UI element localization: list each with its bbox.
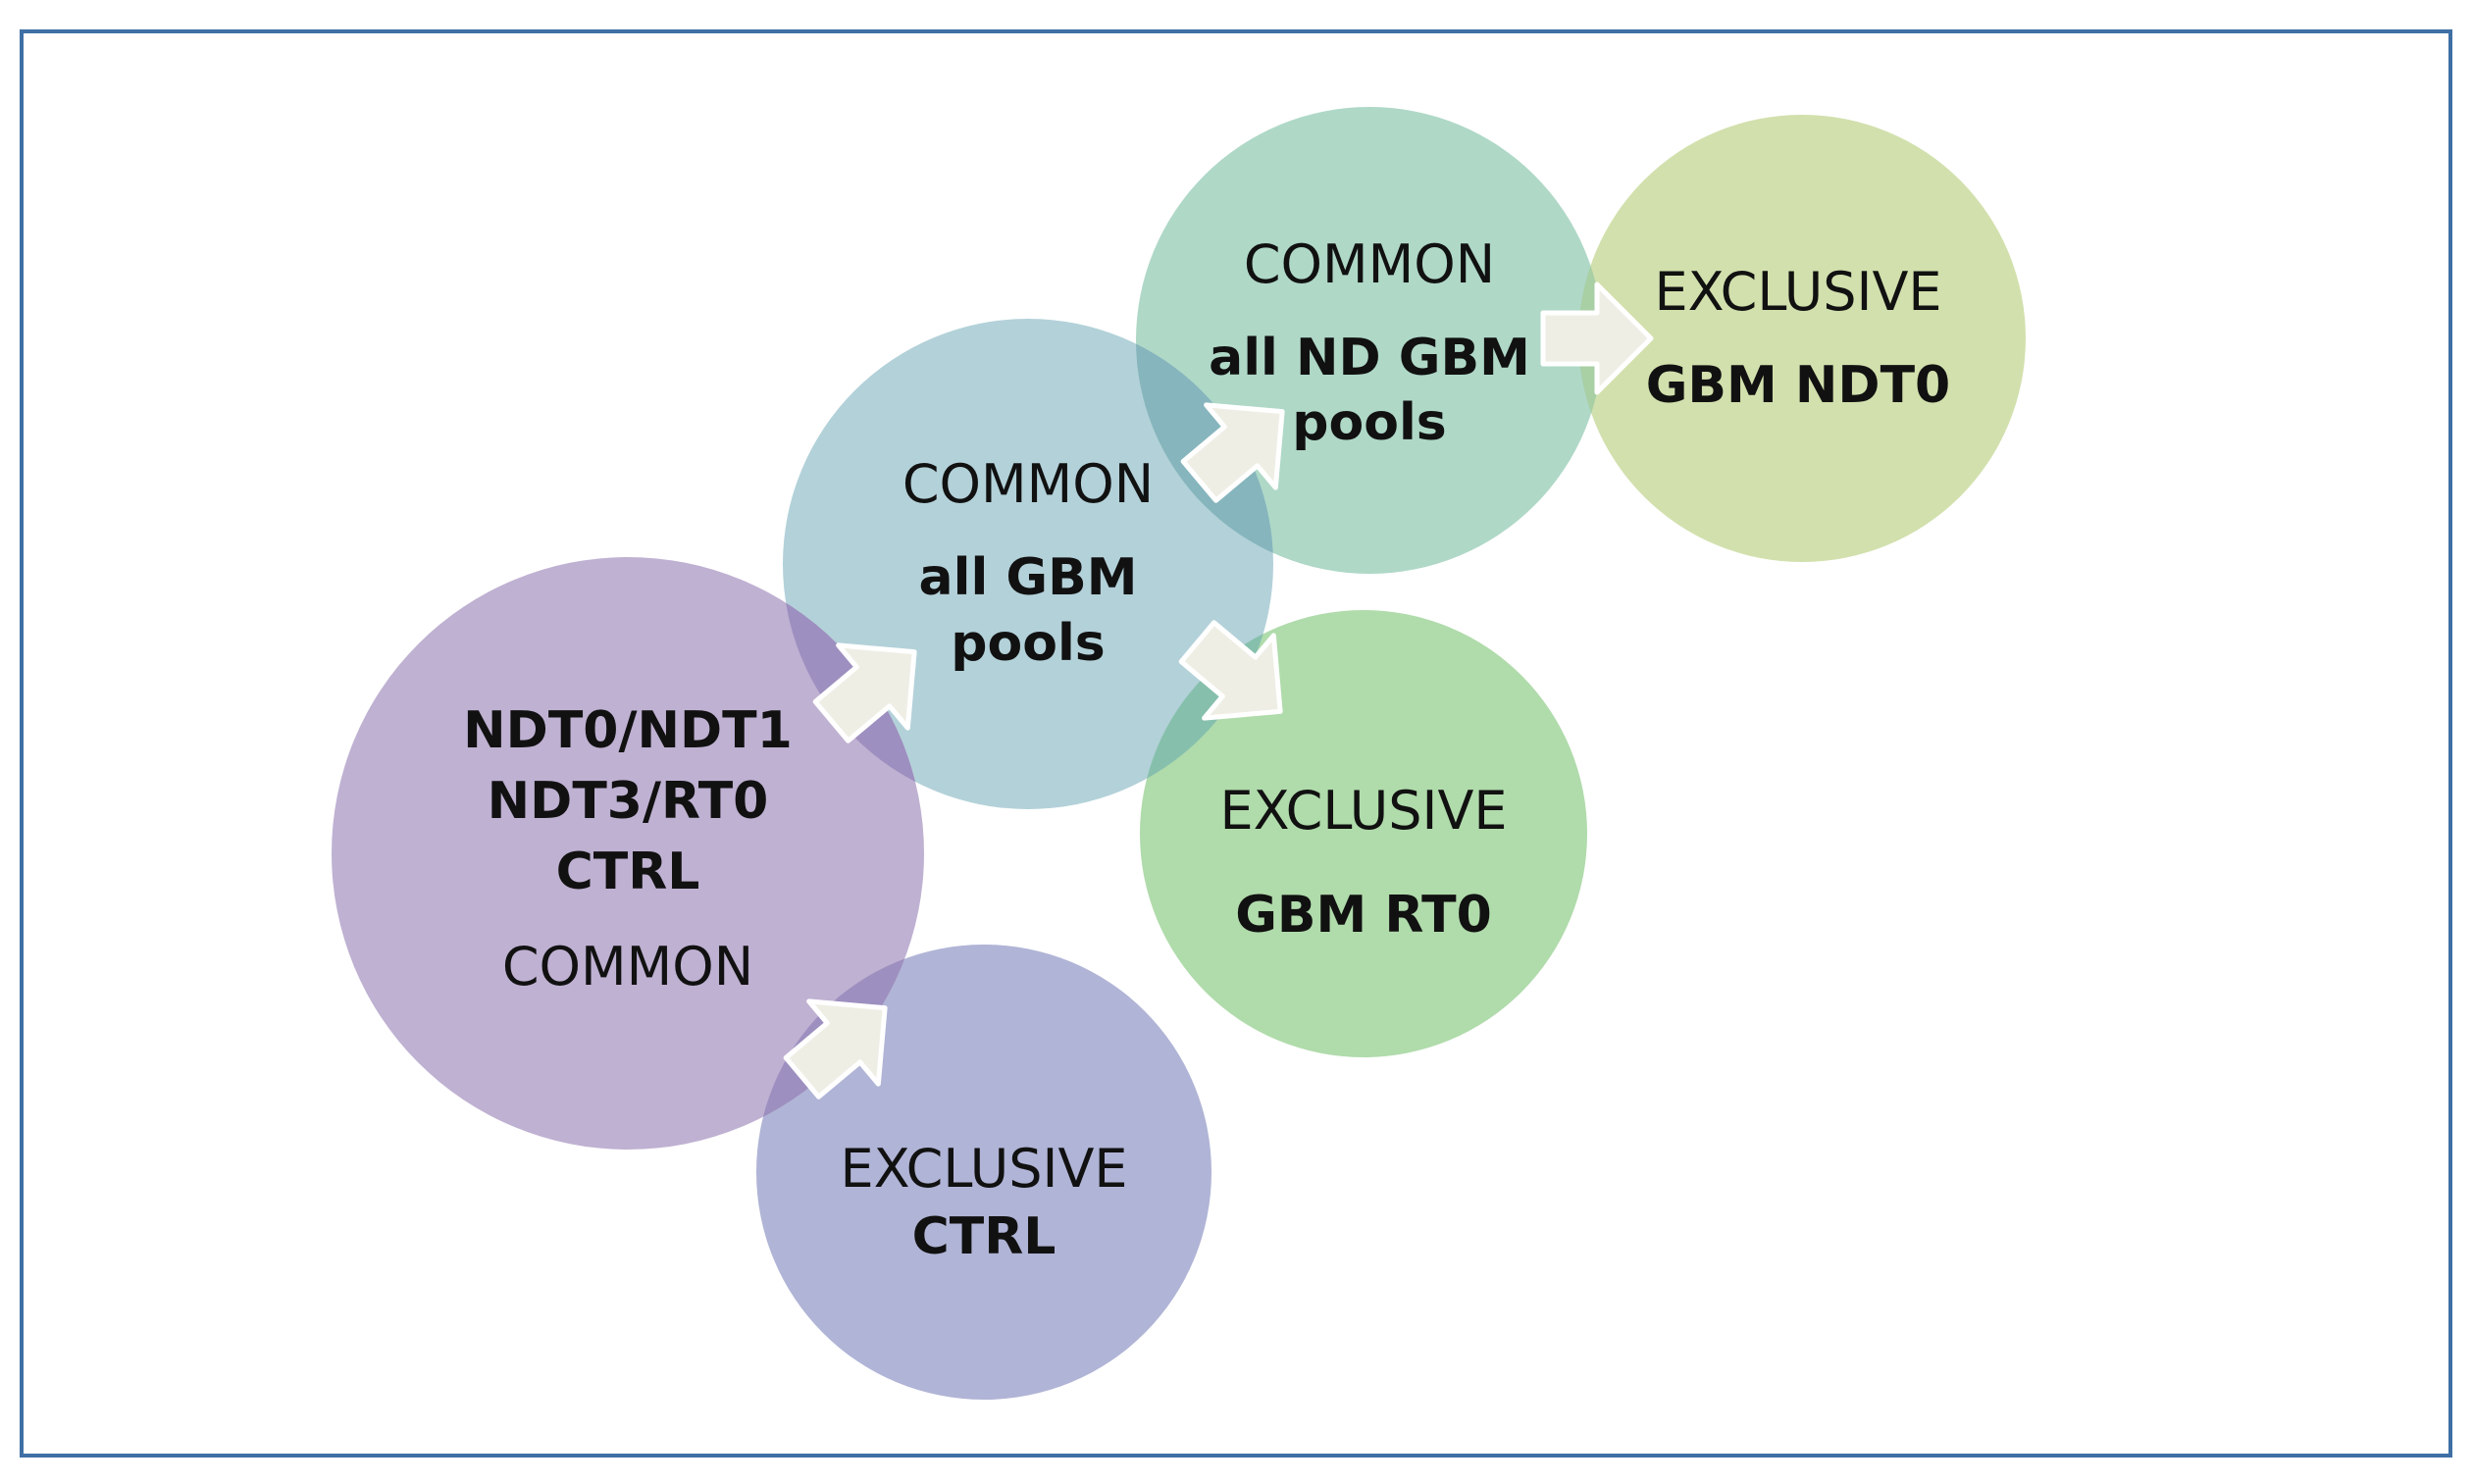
n5-label-line1: EXCLUSIVE — [1219, 780, 1507, 842]
n3-label-line3: pools — [951, 614, 1105, 673]
n6-label-line2: GBM NDT0 — [1646, 356, 1951, 415]
node-exclusive-gbm-rt0-circle — [1140, 610, 1587, 1057]
n3-label-line1: COMMON — [902, 453, 1154, 515]
n4-label-line3: pools — [1292, 393, 1446, 452]
n3-label-line2: all GBM — [919, 548, 1138, 607]
n1-label-line4: COMMON — [502, 936, 753, 998]
n2-label-line2: CTRL — [912, 1207, 1056, 1266]
n1-label-line2: NDT3/RT0 — [488, 772, 769, 831]
arrow-common-ndt-to-common-gbm — [812, 642, 917, 743]
arrow-common-nd-gbm-to-exclusive-ndt0 — [1540, 281, 1654, 395]
n1-label-line3: CTRL — [556, 843, 700, 901]
node-exclusive-gbm-ndt0-circle — [1578, 115, 2026, 562]
arrow-common-gbm-to-exclusive-rt0 — [1178, 620, 1283, 721]
n4-label-line2: all ND GBM — [1209, 329, 1530, 387]
arrow-common-ndt-to-exclusive-ctrl — [783, 998, 888, 1100]
node-common-ndt-circle — [332, 557, 924, 1150]
n6-label-line1: EXCLUSIVE — [1654, 261, 1941, 323]
n2-label-line1: EXCLUSIVE — [840, 1138, 1127, 1200]
n1-label-line1: NDT0/NDT1 — [463, 701, 793, 760]
arrow-common-gbm-to-common-nd-gbm — [1180, 402, 1285, 503]
n4-label-line1: COMMON — [1244, 233, 1495, 295]
n5-label-line2: GBM RT0 — [1235, 886, 1492, 945]
